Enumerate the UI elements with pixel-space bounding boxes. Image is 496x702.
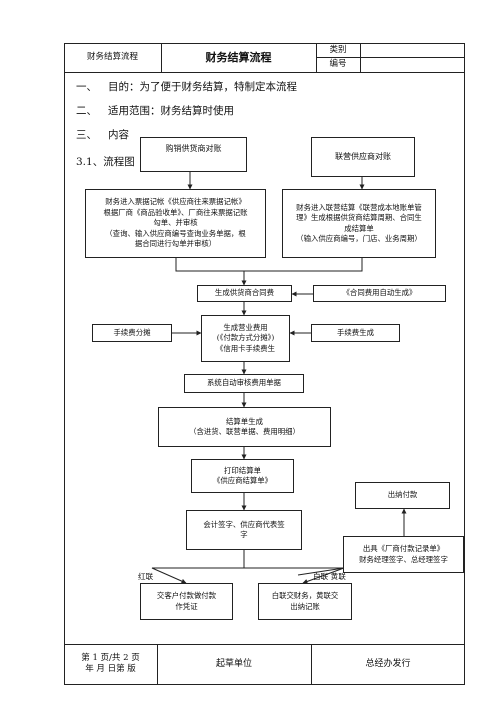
purchase-reconcile-text: 购销供货商对账 <box>165 144 222 153</box>
header-col-divider <box>316 43 317 72</box>
joint-detail-line: 理》生成根据供货商结算周期、合同生 <box>296 213 422 222</box>
issue-record-line: 出具《厂商付款记录单》 <box>362 544 445 553</box>
gen-contract-fee-box: 生成供货商合同费 <box>197 285 292 302</box>
section-2-text: 适用范围：财务结算时使用 <box>108 105 234 117</box>
joint-detail-line: 成结算单 <box>344 223 374 233</box>
section-1-text: 目的：为了便于财务结算，特制定本流程 <box>108 81 297 93</box>
auto-review-box: 系统自动审核费用单据 <box>184 374 304 393</box>
cashier-pay-box: 出纳付款 <box>355 482 450 509</box>
settlement-gen-line: 结算单生成 <box>226 416 263 426</box>
fee-generate-box: 手续费生成 <box>311 324 400 342</box>
section-1-number: 一、 <box>76 81 97 93</box>
doc-type-cell: 财务结算流程 <box>86 52 138 62</box>
cashier-pay-text: 出纳付款 <box>387 490 418 500</box>
arrow-red-copy <box>151 567 244 584</box>
footer-page-info: 第 1 页/共 2 页 <box>81 653 140 663</box>
footer-date-info: 年 月 日第 版 <box>85 664 136 674</box>
print-settlement-line: 《供应商结算单》 <box>212 476 273 485</box>
section-2-number: 二、 <box>76 105 97 117</box>
op-expense-line: 生成营业费用 <box>223 322 268 332</box>
customer-voucher-line: 交客户付款做付款 <box>156 591 217 600</box>
header-col-divider <box>161 43 162 72</box>
fee-allocation-box: 手续费分摊 <box>92 324 172 342</box>
customer-voucher-line: 作凭证 <box>175 601 198 611</box>
header-divider <box>64 72 465 73</box>
fee-generate-text: 手续费生成 <box>337 327 374 337</box>
auto-review-text: 系统自动审核费用单据 <box>207 378 281 388</box>
contract-auto-text: 《合同费用自动生成》 <box>342 288 417 298</box>
footer-drafter: 起草单位 <box>215 659 252 669</box>
section-3-number: 三、 <box>76 129 97 141</box>
customer-voucher-box: 交客户付款做付款 作凭证 <box>140 583 233 620</box>
purchase-detail-line: 勾单、并审核 <box>153 218 198 228</box>
footer-col-divider <box>311 644 312 685</box>
joint-reconcile-text: 联营供应商对账 <box>335 151 391 161</box>
sign-box: 会计签字、供应商代表签 字 <box>186 510 302 550</box>
purchase-detail-line: 财务进入票据记帐《供应商往来票据记帐》 <box>105 197 246 207</box>
footer-issuer: 总经办发行 <box>365 659 411 669</box>
line-to-issue <box>297 567 345 576</box>
header-row-divider <box>316 57 465 58</box>
gen-contract-fee-text: 生成供货商合同费 <box>214 288 275 298</box>
purchase-reconcile-box: 购销供货商对账 <box>140 137 247 172</box>
arrow-purchase-merge <box>175 258 247 286</box>
issue-record-line: 财务经理签字、总经理签字 <box>359 554 448 564</box>
header-col-divider <box>360 43 361 72</box>
issue-record-box: 出具《厂商付款记录单》 财务经理签字、总经理签字 <box>343 536 464 573</box>
section-3-text: 内容 <box>108 129 129 141</box>
settlement-gen-box: 结算单生成 （含进货、联营单据、费用明细） <box>158 407 331 447</box>
purchase-detail-box: 财务进入票据记帐《供应商往来票据记帐》 根据厂商《商品验收单》、厂商往来票据记账… <box>85 189 266 258</box>
contract-auto-box: 《合同费用自动生成》 <box>313 285 446 302</box>
sign-line: 字 <box>240 530 248 539</box>
white-yellow-label: 白联 黄联 <box>313 572 346 581</box>
settlement-gen-line: （含进货、联营单据、费用明细） <box>189 427 300 436</box>
print-settlement-line: 打印结算单 <box>224 465 261 475</box>
joint-detail-box: 财务进入联营结算《联营成本地账单管 理》生成根据供货商结算周期、合同生 成结算单… <box>282 189 436 258</box>
page-title: 财务结算流程 <box>205 51 272 64</box>
purchase-detail-line: （查询、输入供应商编号查询业务单据，根 <box>105 228 246 238</box>
arrow-joint-merge <box>244 258 363 272</box>
joint-reconcile-box: 联营供应商对账 <box>311 137 415 177</box>
purchase-detail-line: 据合同进行勾单并审核） <box>134 239 217 249</box>
footer-col-divider <box>157 644 158 685</box>
op-expense-line: (《付款方式分摊》) <box>216 333 275 343</box>
sign-line: 会计签字、供应商代表签 <box>203 519 285 529</box>
print-settlement-box: 打印结算单 《供应商结算单》 <box>191 459 294 493</box>
red-copy-label: 红联 <box>138 572 154 581</box>
joint-detail-line: 财务进入联营结算《联营成本地账单管 <box>296 202 422 212</box>
white-to-finance-line: 白联交财务，黄联交 <box>271 591 339 600</box>
footer-divider <box>64 644 465 645</box>
op-expense-line: 《信用卡手续费生 <box>215 343 276 353</box>
page-frame <box>64 43 465 685</box>
fee-allocation-text: 手续费分摊 <box>113 327 151 337</box>
number-label: 编号 <box>329 59 347 69</box>
joint-detail-line: （输入供应商编号，门店、业务周期） <box>296 234 422 243</box>
white-to-finance-line: 出纳记账 <box>290 601 320 611</box>
white-to-finance-box: 白联交财务，黄联交 出纳记账 <box>258 583 352 620</box>
section-3-1-heading: 3.1、流程图 <box>76 156 135 168</box>
op-expense-box: 生成营业费用 (《付款方式分摊》) 《信用卡手续费生 <box>201 315 290 362</box>
purchase-detail-line: 根据厂商《商品验收单》、厂商往来票据记账 <box>103 207 248 217</box>
category-label: 类别 <box>329 44 347 55</box>
